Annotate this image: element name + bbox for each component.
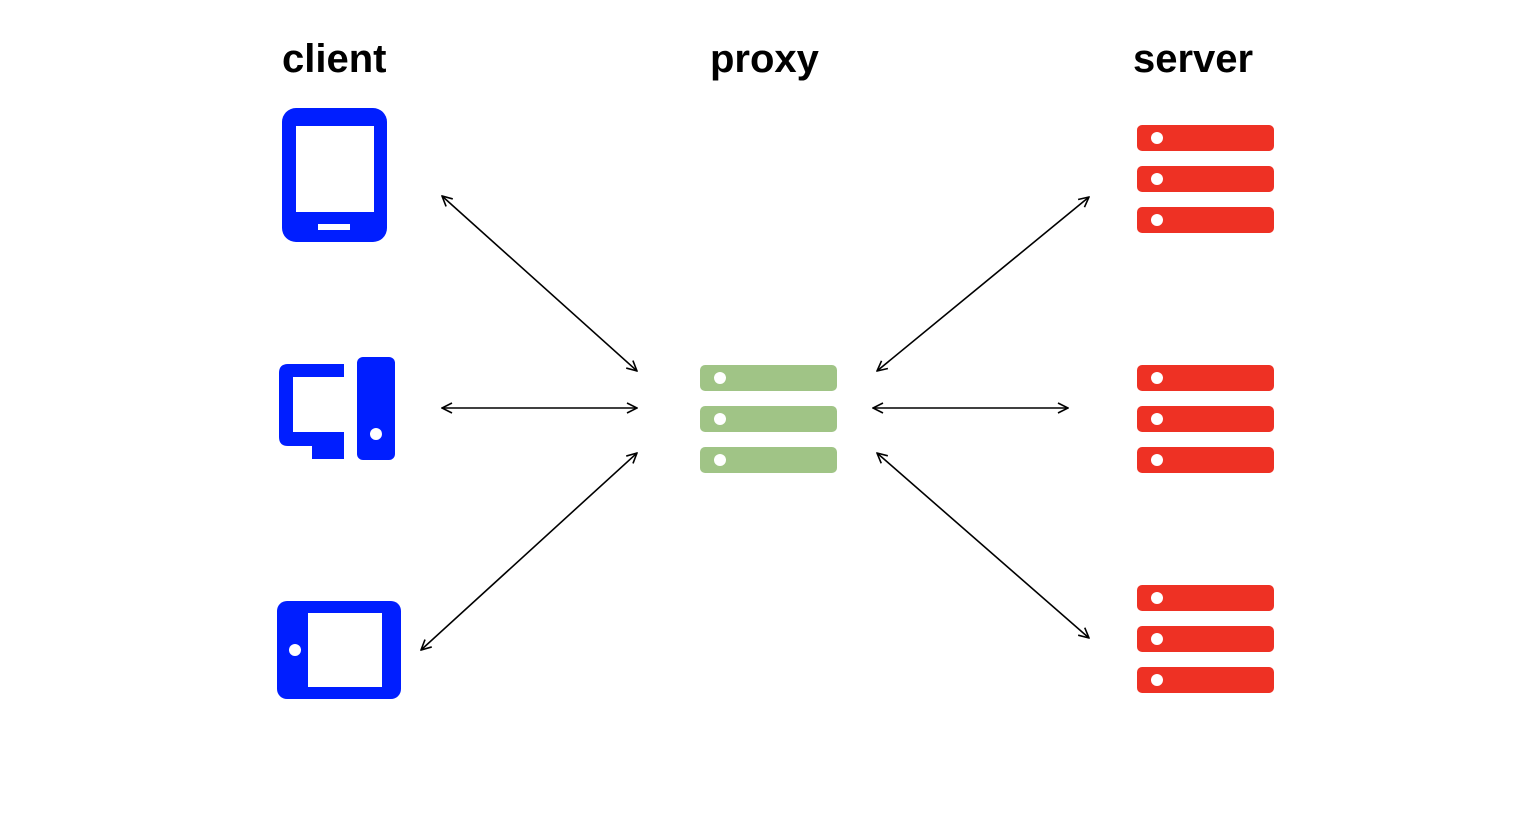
server-led (714, 372, 726, 384)
server-led (1151, 413, 1163, 425)
server-unit (1137, 447, 1274, 473)
client-device-home-dot (289, 644, 301, 656)
server-unit (1137, 207, 1274, 233)
server-led (1151, 372, 1163, 384)
server-led (1151, 454, 1163, 466)
arrow-client3-proxy (421, 453, 637, 650)
desktop-computer-icon (279, 357, 395, 460)
server-unit (700, 406, 837, 432)
server-unit (1137, 585, 1274, 611)
server-unit (1137, 406, 1274, 432)
server-led (1151, 633, 1163, 645)
server-led (1151, 592, 1163, 604)
tower-power-dot (370, 428, 382, 440)
server-led (1151, 132, 1163, 144)
server-unit (1137, 125, 1274, 151)
client-label: client (282, 37, 386, 81)
tablet-landscape-icon (277, 601, 401, 699)
server-unit (1137, 166, 1274, 192)
server-unit (1137, 365, 1274, 391)
server-led (714, 454, 726, 466)
server-unit (1137, 626, 1274, 652)
server-stack-icon (1137, 125, 1274, 233)
arrow-client1-proxy (442, 196, 637, 371)
server-led (714, 413, 726, 425)
tower-body (357, 357, 395, 460)
proxy-label: proxy (710, 37, 820, 81)
server-unit (700, 447, 837, 473)
server-led (1151, 674, 1163, 686)
server-stack-icon (1137, 585, 1274, 693)
connections (421, 196, 1089, 650)
server-led (1151, 173, 1163, 185)
client-device-screen (296, 126, 374, 212)
server-stack-icon (1137, 365, 1274, 473)
client-device-screen (308, 613, 382, 687)
proxy-server-stack-icon (700, 365, 837, 473)
server-label: server (1133, 37, 1253, 81)
monitor-shape (279, 364, 344, 459)
arrow-proxy-server1 (877, 197, 1089, 371)
tablet-icon (282, 108, 387, 242)
client-device-home-bar (318, 224, 350, 230)
server-led (1151, 214, 1163, 226)
server-unit (700, 365, 837, 391)
server-unit (1137, 667, 1274, 693)
arrow-proxy-server3 (877, 453, 1089, 638)
